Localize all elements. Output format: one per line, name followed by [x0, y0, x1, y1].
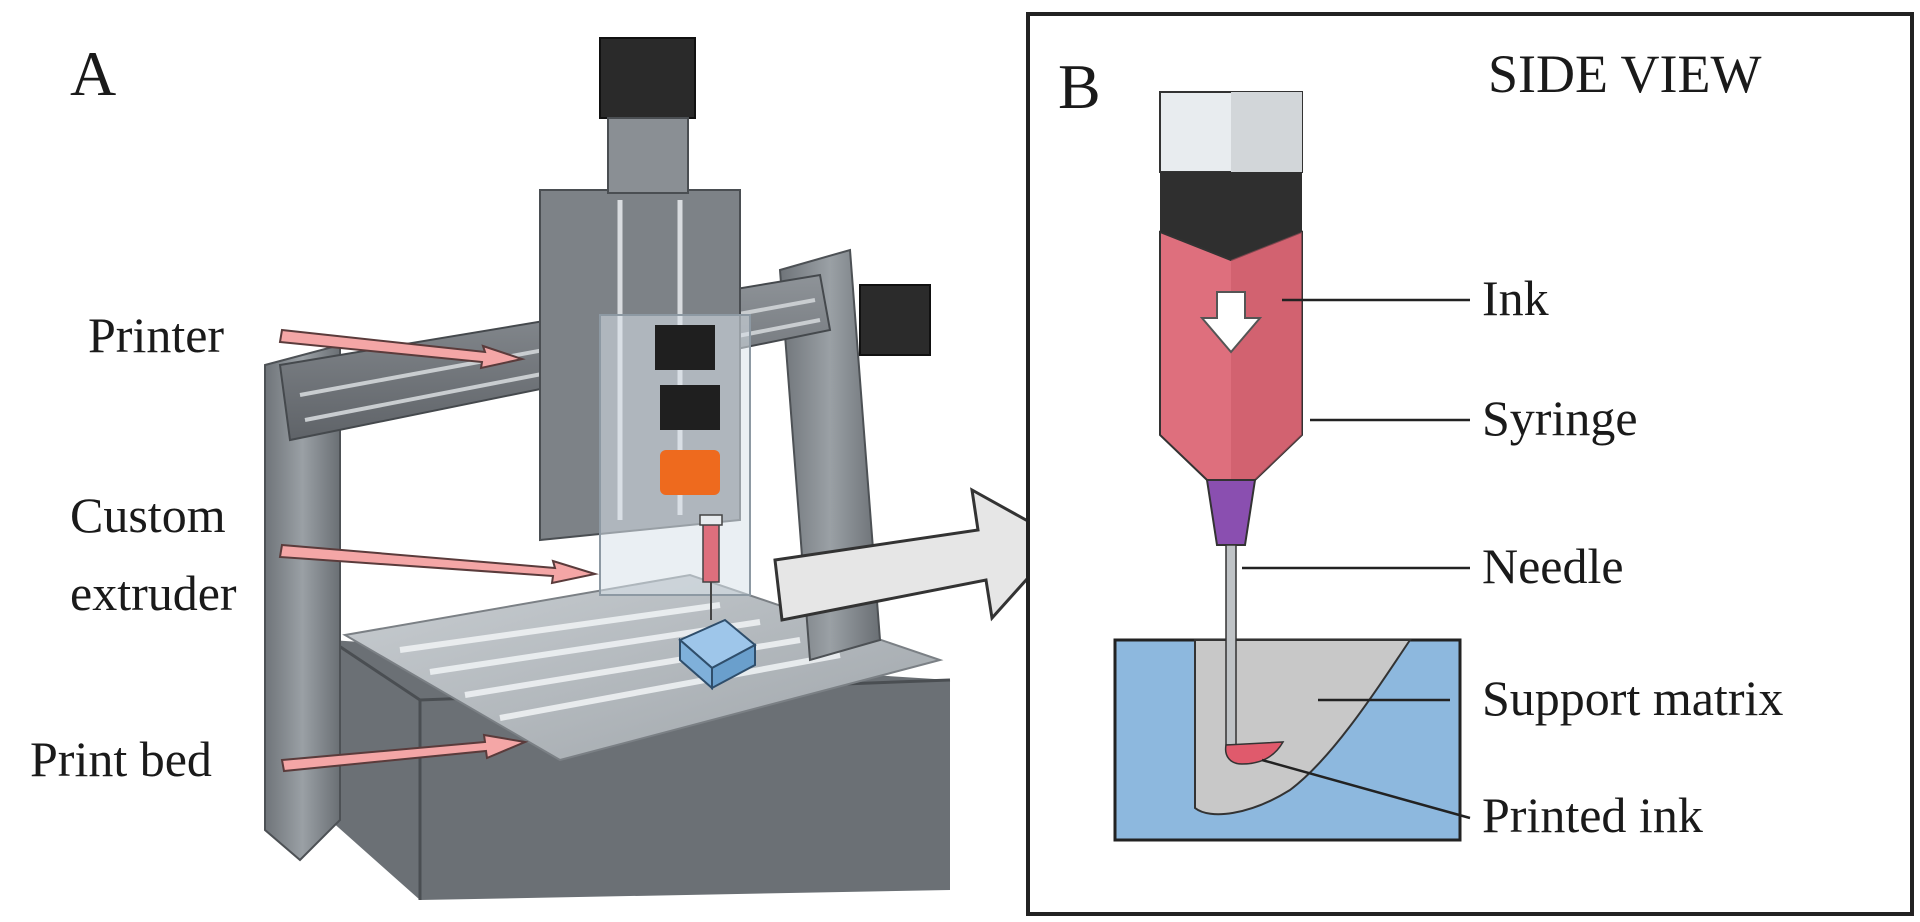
callout-print-bed-label: Print bed — [30, 731, 212, 787]
cnc-printer-illustration — [264, 37, 951, 900]
support-matrix-gray-region — [1194, 639, 1412, 816]
callout-arrow-extruder — [278, 543, 599, 585]
mini-syringe — [702, 521, 720, 583]
label-ink: Ink — [1482, 270, 1549, 326]
ink-flow-arrow — [1199, 291, 1263, 354]
needle — [1225, 544, 1237, 746]
side-view-title: SIDE VIEW — [1488, 44, 1761, 104]
callout-custom-label-line1: Custom — [70, 487, 226, 543]
label-syringe: Syringe — [1482, 390, 1638, 446]
callout-arrow-print-bed — [280, 733, 529, 773]
plunger — [1160, 172, 1302, 212]
z-axis-motor — [599, 37, 696, 119]
label-printed-ink: Printed ink — [1482, 787, 1703, 843]
leader-printed-ink — [1261, 758, 1471, 820]
left-side-frame — [264, 343, 341, 862]
callout-custom-label-line2: extruder — [70, 565, 237, 621]
panel-a-letter: A — [70, 38, 116, 109]
syringe — [1159, 91, 1303, 746]
label-support-matrix: Support matrix — [1482, 670, 1783, 726]
label-needle: Needle — [1482, 538, 1624, 594]
needle-hub — [1205, 479, 1257, 546]
panel-b: B SIDE VIEW Ink Syringe Needle Suppor — [1026, 12, 1914, 916]
extruder-gears — [660, 450, 720, 495]
x-axis-motor — [859, 284, 931, 356]
printed-ink-blob — [1224, 741, 1285, 765]
panel-b-letter: B — [1058, 51, 1101, 122]
callout-arrow-printer — [278, 328, 526, 370]
panel-a: A — [30, 37, 1065, 900]
callout-printer-label: Printer — [88, 307, 224, 363]
